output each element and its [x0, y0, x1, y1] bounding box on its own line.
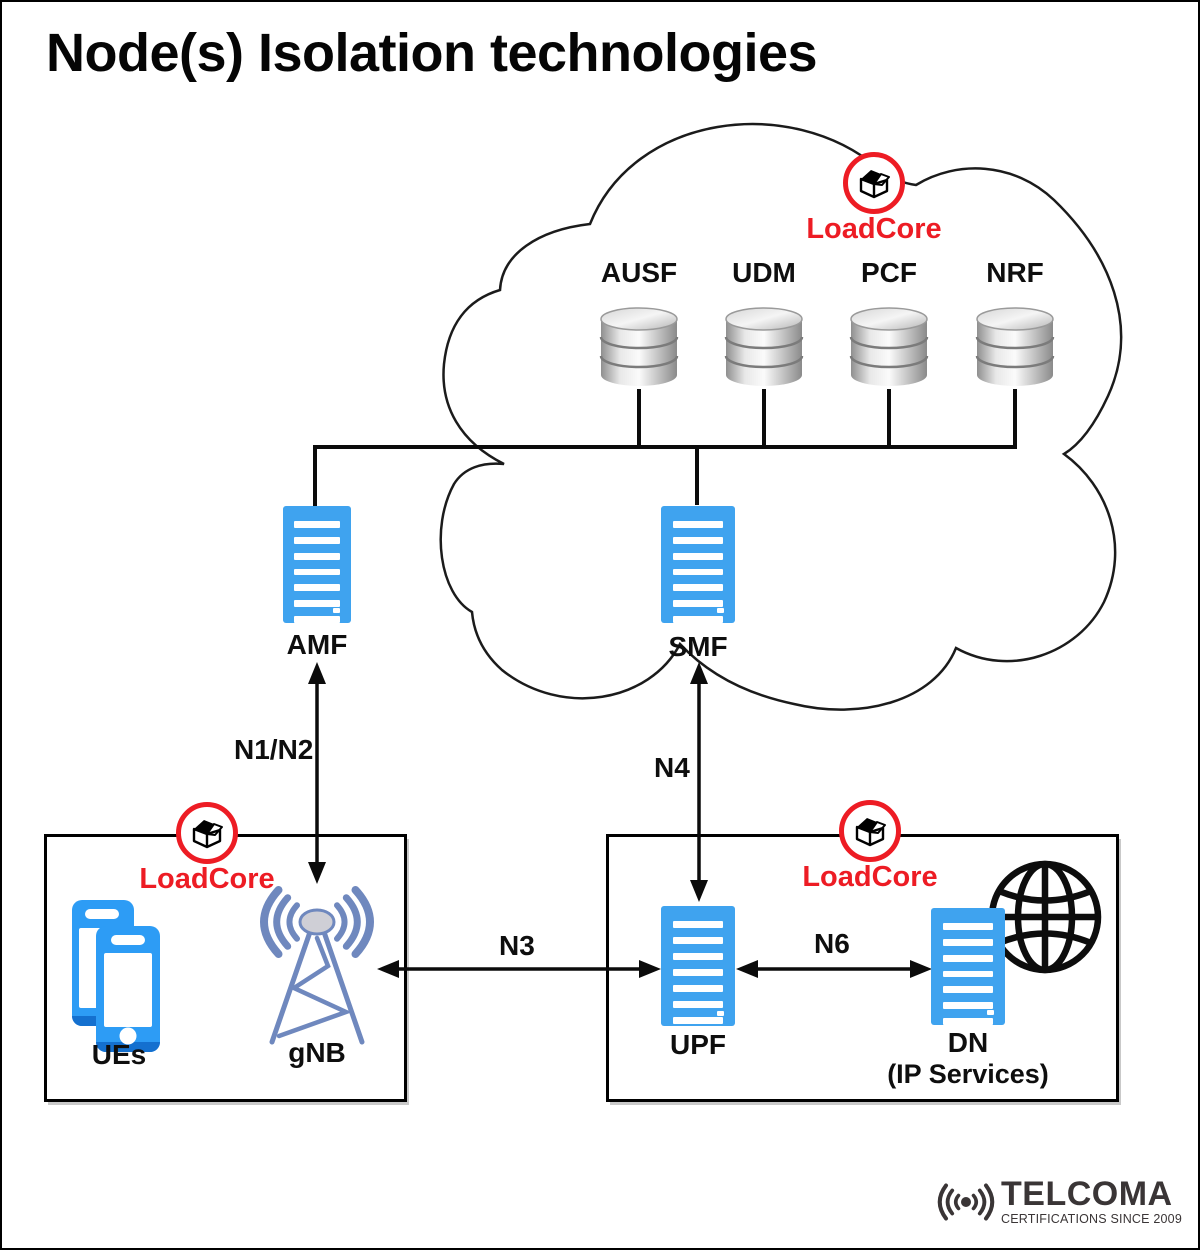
database-icon: [849, 306, 929, 388]
nf-label-nrf: NRF: [986, 257, 1044, 288]
database-icon: [724, 306, 804, 388]
loadcore-label-cloud: LoadCore: [806, 213, 942, 245]
loadcore-box-icon: [859, 170, 890, 199]
loadcore-label-ran: LoadCore: [139, 863, 275, 895]
server-icon-upf: [661, 906, 735, 1026]
logo-tagline: CERTIFICATIONS SINCE 2009: [1001, 1212, 1182, 1227]
loadcore-badge-cloud: [843, 152, 905, 214]
smartphone-icon: [72, 900, 160, 1052]
node-label-smf: SMF: [668, 631, 728, 662]
database-icon: [975, 306, 1055, 388]
nf-label-udm: UDM: [732, 257, 796, 288]
front-phone: [96, 926, 160, 1052]
loadcore-label-core: LoadCore: [802, 861, 938, 893]
node-label-ues: UEs: [91, 1039, 147, 1070]
database-icon: [599, 306, 679, 388]
node-label-upf: UPF: [670, 1029, 726, 1060]
loadcore-box-icon: [192, 820, 223, 849]
loadcore-box-icon: [855, 818, 886, 847]
server-icon-smf: [661, 506, 735, 624]
node-label-dn-sub: (IP Services): [887, 1059, 1049, 1089]
service-bus-lines: [313, 389, 1017, 507]
core-cloud-shape: [439, 122, 1123, 711]
logo-name: TELCOMA: [1001, 1174, 1173, 1213]
loadcore-badge-ran: [176, 802, 238, 864]
server-icon-amf: [283, 506, 351, 624]
telcoma-logo: TELCOMA CERTIFICATIONS SINCE 2009: [935, 1174, 1185, 1230]
node-label-amf: AMF: [286, 629, 348, 660]
node-label-dn: DN: [947, 1027, 989, 1058]
nf-label-pcf: PCF: [861, 257, 917, 288]
loadcore-badge-core: [839, 800, 901, 862]
iface-label-n6: N6: [814, 928, 850, 959]
interface-arrows: [308, 662, 932, 978]
signal-waves-icon: [937, 1183, 995, 1221]
iface-label-n4: N4: [654, 752, 690, 783]
server-icon-dn: [931, 908, 1005, 1026]
antenna-tower-icon: [260, 886, 374, 1045]
iface-label-n1n2: N1/N2: [234, 734, 314, 765]
node-label-gnb: gNB: [288, 1037, 346, 1068]
iface-label-n3: N3: [499, 930, 535, 961]
nf-label-ausf: AUSF: [600, 257, 678, 288]
page-title: Node(s) Isolation technologies: [46, 23, 818, 83]
